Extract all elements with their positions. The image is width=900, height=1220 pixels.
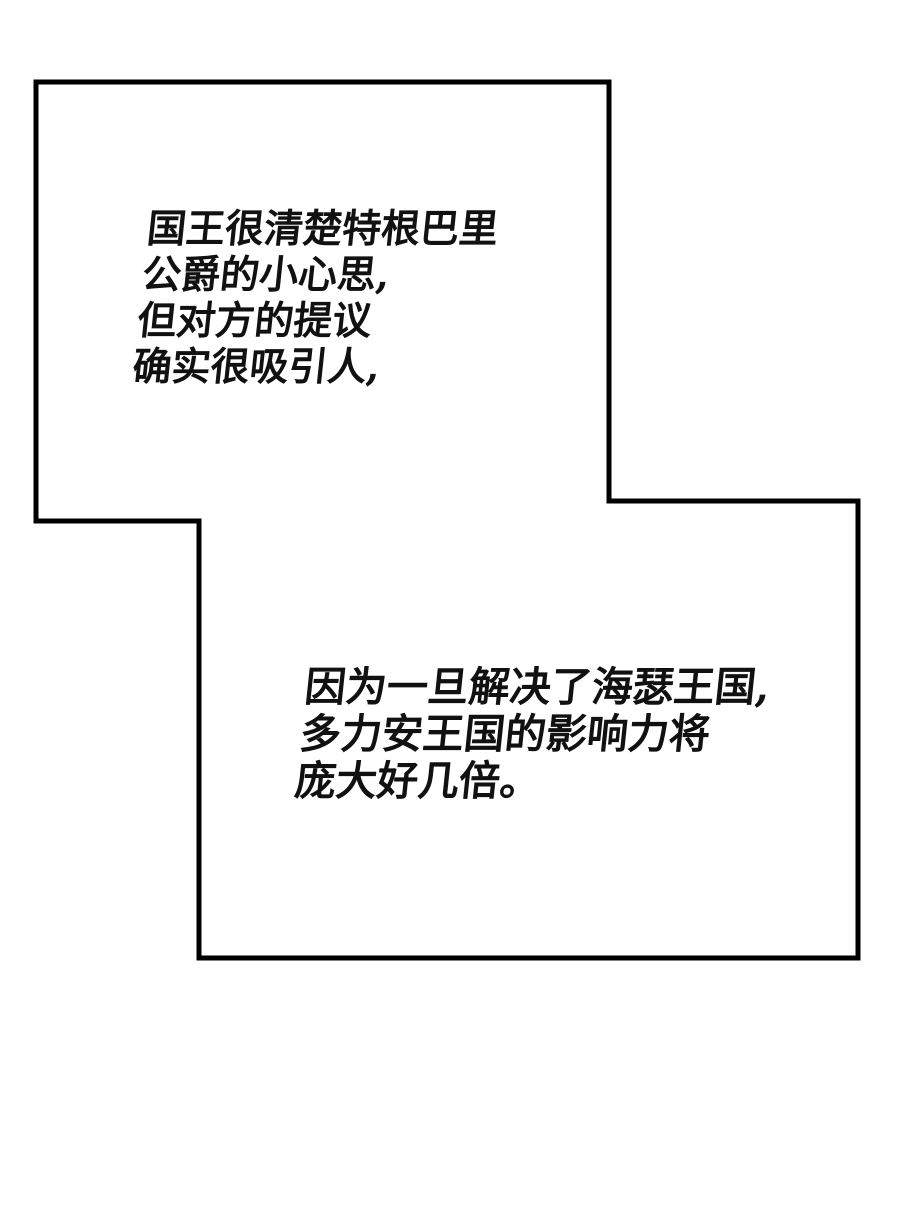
caption-text-bottom: 因为一旦解决了海瑟王国, 多力安王国的影响力将 庞大好几倍。 (292, 663, 773, 805)
caption-box-border (33, 79, 861, 961)
caption-text-top: 国王很清楚特根巴里 公爵的小心思, 但对方的提议 确实很吸引人, (130, 206, 500, 390)
caption-line: 国王很清楚特根巴里 (144, 206, 501, 252)
caption-line: 确实很吸引人, (130, 344, 383, 390)
caption-line: 公爵的小心思, (140, 252, 393, 298)
caption-line: 庞大好几倍。 (292, 757, 544, 805)
caption-line: 因为一旦解决了海瑟王国, (302, 663, 773, 711)
caption-line: 但对方的提议 (135, 298, 375, 344)
caption-line: 多力安王国的影响力将 (297, 710, 713, 758)
